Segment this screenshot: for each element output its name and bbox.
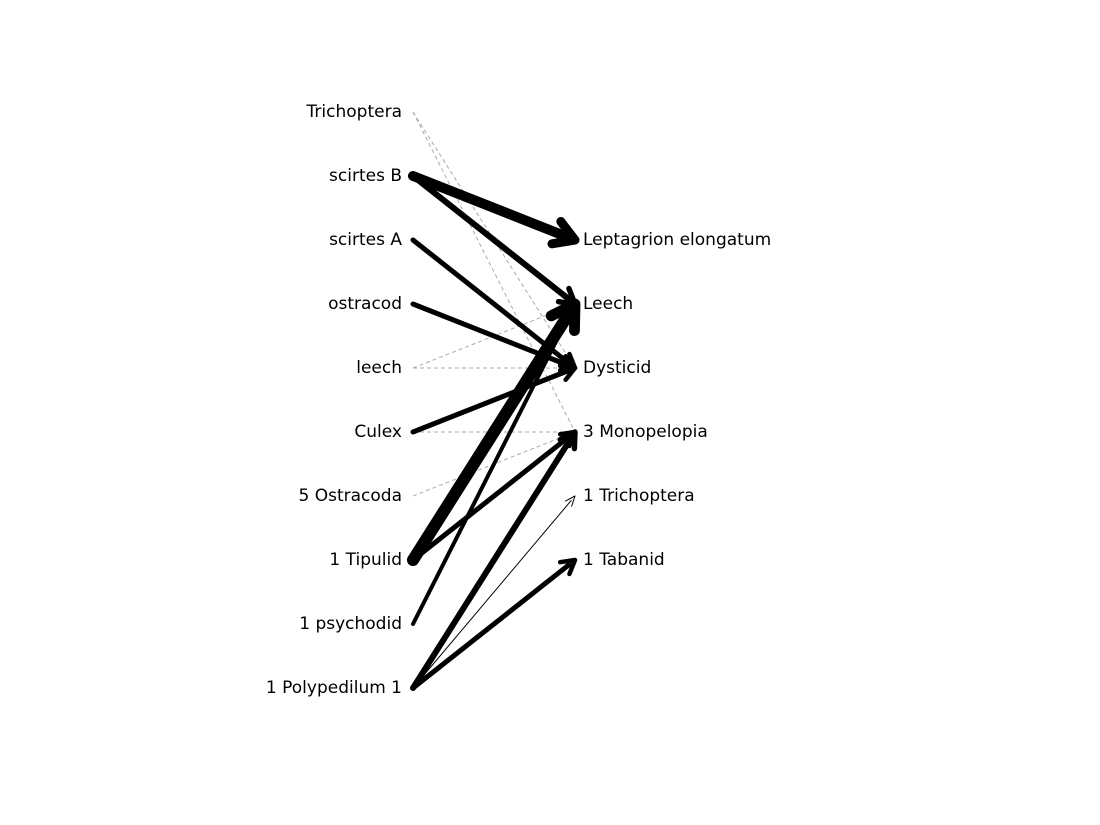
edge-scirtes-b-to-leech-shaft [410, 173, 572, 302]
target-label-1-tabanid: 1 Tabanid [583, 550, 665, 570]
edge-1-polypedilum-1-to-1-trichoptera-shaft [412, 500, 572, 689]
source-label-1-psychodid: 1 psychodid [299, 614, 402, 634]
source-label-ostracod: ostracod [328, 294, 402, 314]
target-label-leech: Leech [583, 294, 633, 314]
source-label-culex: Culex [354, 422, 402, 442]
source-label-leech: leech [356, 358, 402, 378]
edge-1-psychodid-to-leech-shaft [411, 308, 574, 626]
edge-culex-to-dysticid-arrowhead [557, 363, 578, 383]
edge-culex-to-dysticid [410, 363, 578, 435]
edge-1-polypedilum-1-to-1-tabanid-shaft [410, 562, 572, 691]
source-label-scirtes-b: scirtes B [329, 166, 402, 186]
edge-1-tipulid-to-3-monopelopia-shaft [410, 434, 572, 563]
edge-scirtes-b-to-leptagrion-elongatum-shaft [408, 171, 569, 241]
edge-scirtes-b-to-leptagrion-elongatum-arrowhead [547, 216, 580, 249]
edge-1-polypedilum-1-to-1-tabanid [410, 557, 578, 691]
source-label-scirtes-a: scirtes A [329, 230, 402, 250]
target-label-dysticid: Dysticid [583, 358, 651, 378]
labels-layer: Trichoptera scirtes B scirtes A ostracod… [266, 102, 771, 698]
edge-1-psychodid-to-leech-arrowhead [562, 302, 578, 320]
target-label-3-monopelopia: 3 Monopelopia [583, 422, 708, 442]
edge-scirtes-b-to-leptagrion-elongatum [408, 171, 580, 249]
edge-1-polypedilum-1-to-1-trichoptera [412, 495, 576, 689]
edges-layer [407, 111, 581, 691]
edge-culex-to-dysticid-shaft [410, 368, 571, 435]
target-label-1-trichoptera: 1 Trichoptera [583, 486, 695, 506]
edge-trichoptera-to-dysticid [412, 111, 576, 369]
edge-scirtes-a-to-dysticid-shaft [410, 237, 572, 366]
target-label-leptagrion-elongatum: Leptagrion elongatum [583, 230, 771, 250]
edge-1-tipulid-to-leech-shaft [407, 309, 574, 566]
edge-1-tipulid-to-3-monopelopia [410, 429, 578, 563]
edge-1-polypedilum-1-to-3-monopelopia [410, 429, 578, 691]
edge-1-polypedilum-1-to-1-trichoptera-arrowhead [564, 495, 576, 507]
edge-trichoptera-to-3-monopelopia [412, 111, 576, 433]
edge-1-polypedilum-1-to-3-monopelopia-arrowhead [557, 429, 578, 452]
edge-1-polypedilum-1-to-1-tabanid-arrowhead [557, 557, 578, 577]
source-label-trichoptera: Trichoptera [306, 102, 402, 122]
source-label-5-ostracoda: 5 Ostracoda [299, 486, 403, 506]
source-label-1-tipulid: 1 Tipulid [329, 550, 402, 570]
source-label-1-polypedilum-1: 1 Polypedilum 1 [266, 678, 402, 698]
edge-1-psychodid-to-leech [411, 302, 578, 626]
edge-1-polypedilum-1-to-3-monopelopia-shaft [410, 436, 574, 691]
